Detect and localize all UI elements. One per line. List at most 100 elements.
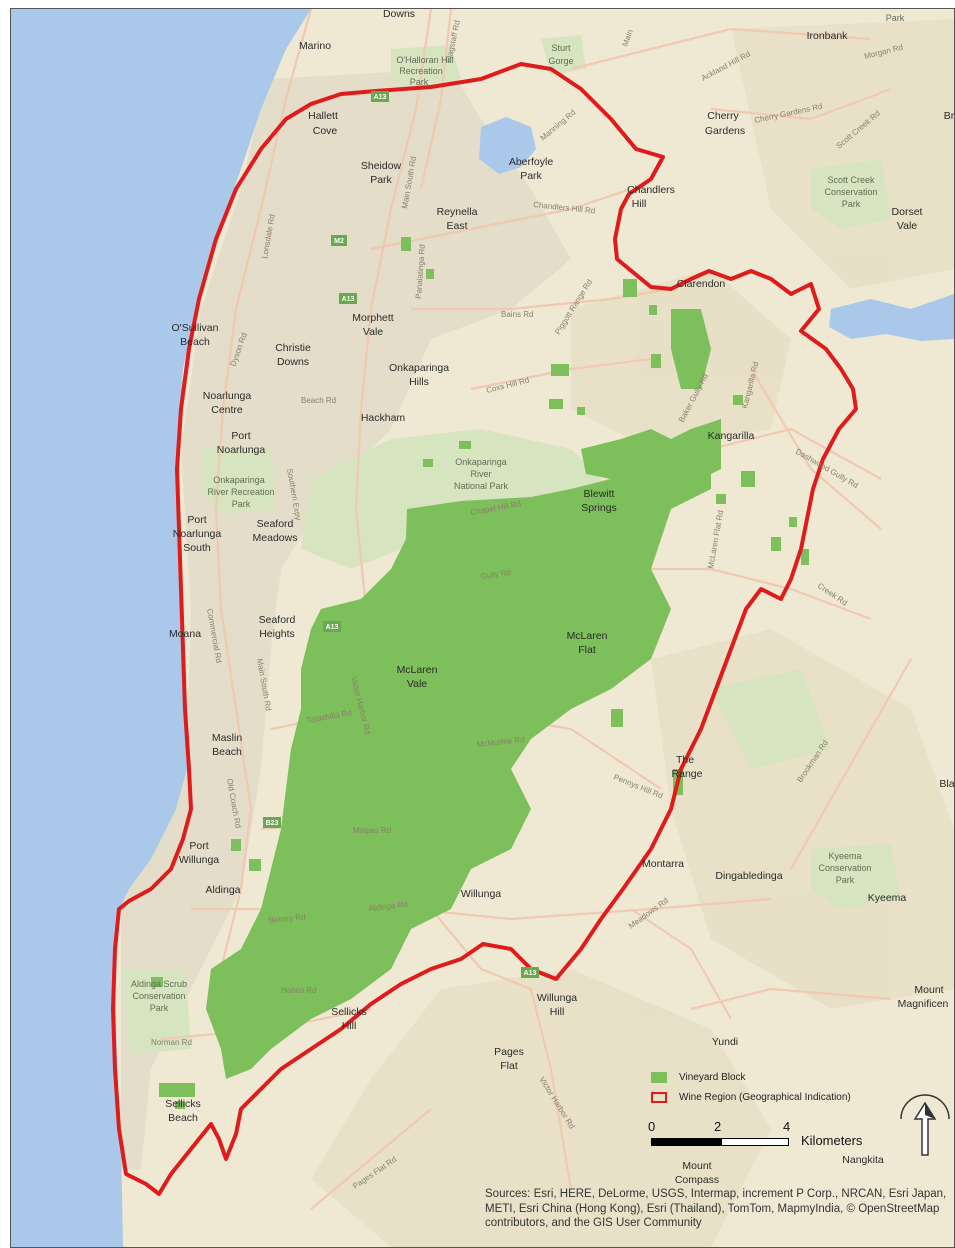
legend-vineyard-row: Vineyard Block bbox=[651, 1067, 901, 1087]
place-label: Seaford bbox=[257, 518, 294, 530]
vineyard-swatch bbox=[651, 1071, 667, 1083]
place-label: Noarlunga bbox=[173, 528, 222, 540]
place-label: Mount bbox=[914, 984, 943, 996]
place-label: Sheidow bbox=[361, 160, 402, 172]
place-label: Aberfoyle bbox=[509, 156, 554, 168]
legend-region-label: Wine Region (Geographical Indication) bbox=[679, 1091, 851, 1103]
park-label: O'Halloran Hill bbox=[396, 55, 453, 65]
park-label: River Recreation bbox=[207, 487, 274, 497]
place-label: Hill bbox=[550, 1006, 565, 1018]
road-label: Aldinga Rd bbox=[368, 900, 408, 913]
happy-valley-reservoir bbox=[479, 117, 536, 174]
place-label: Willunga bbox=[179, 854, 219, 866]
park-label: Park bbox=[232, 499, 251, 509]
park-label: Recreation bbox=[399, 66, 443, 76]
place-label: Onkaparinga bbox=[389, 362, 449, 374]
place-label: Kangarilla bbox=[708, 430, 755, 442]
park-label: Scott Creek bbox=[827, 175, 875, 185]
park-label: Park bbox=[886, 13, 905, 23]
place-label: Dingabledinga bbox=[715, 870, 782, 882]
place-label: The bbox=[676, 754, 694, 766]
place-label: Sellicks bbox=[331, 1006, 367, 1018]
place-label: Beach bbox=[168, 1112, 198, 1124]
road-label: Malpas Rd bbox=[353, 826, 391, 835]
park-label: Conservation bbox=[824, 187, 877, 197]
park-label: Sturt bbox=[551, 43, 571, 53]
road-label: Beach Rd bbox=[301, 396, 336, 405]
place-label: Flat bbox=[500, 1060, 518, 1072]
place-label: South bbox=[183, 542, 211, 554]
place-label: O'Sullivan bbox=[172, 322, 219, 334]
place-label: Willunga bbox=[461, 888, 501, 900]
park-label: Conservation bbox=[132, 991, 185, 1001]
road-label: Panalatinga Rd bbox=[414, 244, 427, 299]
place-label: Aldinga bbox=[205, 884, 240, 896]
place-labels: Downs Marino O'Halloran Hill Recreation … bbox=[131, 9, 954, 1186]
place-label: Dorset bbox=[892, 206, 923, 218]
map-canvas[interactable]: A13 M2 A13 A13 B23 A13 Flagstaff Rd Main… bbox=[11, 9, 954, 1247]
place-label: Cherry bbox=[707, 110, 739, 122]
place-label: Ironbank bbox=[807, 30, 849, 42]
place-label: Vale bbox=[407, 678, 427, 690]
place-label: Compass bbox=[675, 1174, 719, 1186]
svg-text:M2: M2 bbox=[334, 238, 344, 245]
region-swatch bbox=[651, 1091, 667, 1103]
place-label: Downs bbox=[277, 356, 309, 368]
place-label: Hills bbox=[409, 376, 429, 388]
scale-label-0: 0 bbox=[648, 1119, 656, 1134]
place-label: Christie bbox=[275, 342, 311, 354]
place-label: Beach bbox=[180, 336, 210, 348]
park-label: Onkaparinga bbox=[455, 457, 507, 467]
park-label: Aldinga Scrub bbox=[131, 979, 187, 989]
park-label: Park bbox=[836, 875, 855, 885]
place-label: Nangkita bbox=[842, 1154, 884, 1166]
svg-text:A13: A13 bbox=[342, 296, 355, 303]
map-frame: A13 M2 A13 A13 B23 A13 Flagstaff Rd Main… bbox=[10, 8, 955, 1248]
svg-text:B23: B23 bbox=[266, 820, 279, 827]
park-label: River bbox=[470, 469, 491, 479]
mount-bold-reservoir bbox=[829, 294, 954, 341]
park-label: National Park bbox=[454, 481, 509, 491]
place-label: Heights bbox=[259, 628, 295, 640]
place-label: Clarendon bbox=[677, 278, 726, 290]
park-label: Kyeema bbox=[828, 851, 861, 861]
place-label: Moana bbox=[169, 628, 201, 640]
road-label: Hahns Rd bbox=[281, 986, 317, 995]
shield-m2: M2 bbox=[331, 235, 347, 246]
place-label: Port bbox=[189, 840, 208, 852]
place-label: Blewitt bbox=[584, 488, 615, 500]
place-label: Reynella bbox=[437, 206, 478, 218]
place-label: Vale bbox=[363, 326, 383, 338]
north-arrow-icon bbox=[900, 1094, 950, 1156]
road-label: Gully Rd bbox=[480, 568, 512, 581]
map-attribution: Sources: Esri, HERE, DeLorme, USGS, Inte… bbox=[485, 1188, 947, 1229]
place-label: Park bbox=[370, 174, 392, 186]
place-label: Noarlunga bbox=[217, 444, 266, 456]
place-label: Kyeema bbox=[868, 892, 907, 904]
place-label: Pages bbox=[494, 1046, 524, 1058]
place-label: East bbox=[446, 220, 467, 232]
scale-label-4: 4 bbox=[783, 1119, 791, 1134]
scale-segment-dark bbox=[651, 1138, 721, 1146]
place-label: Centre bbox=[211, 404, 243, 416]
shield-b23: B23 bbox=[263, 817, 281, 828]
place-label: Willunga bbox=[537, 992, 577, 1004]
svg-text:A13: A13 bbox=[326, 624, 339, 631]
place-label: Hill bbox=[342, 1020, 357, 1032]
park-label: Park bbox=[842, 199, 861, 209]
place-label: Magnificen bbox=[898, 998, 949, 1010]
park-label: Gorge bbox=[548, 56, 573, 66]
parks bbox=[121, 35, 901, 1054]
scale-unit: Kilometers bbox=[801, 1133, 863, 1148]
scale-label-2: 2 bbox=[714, 1119, 722, 1134]
place-label: Springs bbox=[581, 502, 617, 514]
place-label: Seaford bbox=[259, 614, 296, 626]
place-label: Hallett bbox=[308, 110, 338, 122]
place-label: Beach bbox=[212, 746, 242, 758]
legend-region-row: Wine Region (Geographical Indication) bbox=[651, 1087, 901, 1107]
park-label: Onkaparinga bbox=[213, 475, 265, 485]
place-label: Mount bbox=[682, 1160, 711, 1172]
urban-area bbox=[121, 69, 571, 1169]
road-label: Norman Rd bbox=[151, 1038, 192, 1047]
place-label: Sellicks bbox=[165, 1098, 201, 1110]
